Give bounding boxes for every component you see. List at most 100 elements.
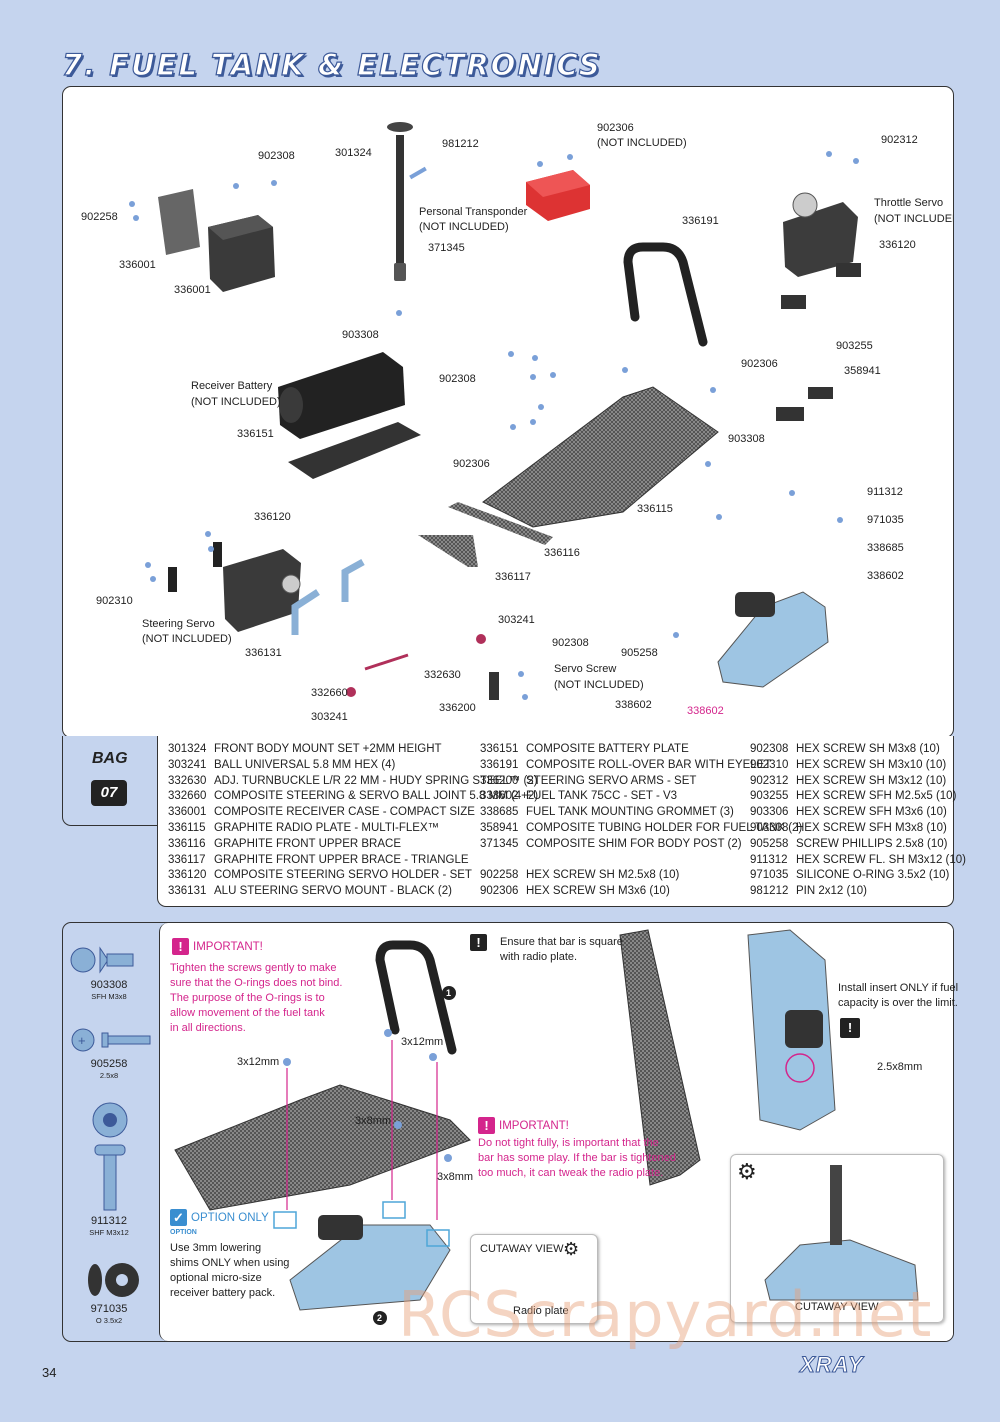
exclamation-icon: ! [470, 934, 487, 951]
callout-label: 905258 [621, 647, 658, 659]
note-line: receiver battery pack. [170, 1287, 276, 1299]
part-description: ADJ. TURNBUCKLE L/R 22 MM - HUDY SPRING … [214, 774, 538, 787]
part-description: COMPOSITE SHIM FOR BODY POST (2) [526, 837, 742, 850]
note-line: in all directions. [170, 1022, 246, 1034]
front-upper-brace [448, 502, 553, 545]
part-description: COMPOSITE RECEIVER CASE - COMPACT SIZE [214, 806, 475, 819]
servo-arm [489, 672, 499, 700]
page-number: 34 [42, 1365, 57, 1380]
dim-screw-c: 3x8mm [355, 1115, 392, 1127]
note-line: shims ONLY when using [170, 1257, 290, 1269]
callout-label: 338602 [867, 570, 904, 582]
part-description: STEERING SERVO ARMS - SET [526, 774, 697, 787]
callout-label: 336117 [495, 571, 531, 583]
part-number: 371345 [480, 837, 519, 850]
note-line: Install insert ONLY if fuel [838, 982, 959, 994]
body-post [387, 122, 413, 281]
part-description: COMPOSITE STEERING SERVO HOLDER - SET [214, 869, 472, 882]
fuel-tank [717, 591, 829, 688]
callout-label: 903308 [342, 329, 379, 341]
part-number: 338602 [480, 790, 519, 803]
hardware-size: 2.5x8 [99, 1071, 119, 1080]
part-description: PIN 2x12 (10) [796, 885, 867, 898]
part-description: SILICONE O-RING 3.5x2 (10) [796, 869, 950, 882]
callout-label: 902306 [741, 358, 778, 370]
callout-label: 336001 [119, 259, 156, 271]
callout-label: 371345 [428, 242, 465, 254]
gears-icon: ⚙ [563, 1239, 580, 1259]
step-two-label: 2 [377, 1313, 383, 1323]
part-number: 902312 [750, 774, 789, 787]
callout-label: 902308 [439, 373, 476, 385]
part-description: GRAPHITE FRONT UPPER BRACE - TRIANGLE [214, 853, 469, 866]
receiver-battery [278, 352, 405, 439]
part-description: COMPOSITE TUBING HOLDER FOR FUEL TANK (2… [526, 822, 803, 834]
note-line: capacity is over the limit. [838, 997, 958, 1009]
part-description: ALU STEERING SERVO MOUNT - BLACK (2) [214, 885, 452, 898]
callout-label: 981212 [442, 138, 479, 150]
callout-label: 336001 [174, 284, 211, 296]
part-number: 301324 [168, 743, 207, 755]
transponder [526, 170, 590, 221]
part-description: FUEL TANK MOUNTING GROMMET (3) [526, 806, 734, 819]
option-badge: OPTION [170, 1229, 197, 1236]
part-number: 332660 [168, 790, 207, 803]
thumbs-up-icon: ✓ [170, 1209, 187, 1226]
note-line: The purpose of the O-rings is to [170, 992, 325, 1004]
cutaway-2-title: CUTAWAY VIEW [795, 1301, 879, 1313]
important-note-2-head: !IMPORTANT! [478, 1117, 569, 1134]
callout-label: (NOT INCLUDED) [874, 213, 953, 225]
part-number: 303241 [168, 758, 207, 771]
part-description: HEX SCREW SH M2.5x8 (10) [526, 869, 680, 882]
hardware-code: 911312 [91, 1215, 127, 1227]
hardware-code: 903308 [90, 979, 128, 991]
exclamation-icon: ! [478, 1117, 495, 1134]
gears-icon: ⚙ [737, 1159, 757, 1184]
exploded-view-drawing [129, 122, 861, 700]
hardware-size: SFH M3x8 [91, 992, 127, 1001]
callout-label: 903308 [728, 433, 765, 445]
option-head: ✓OPTION ONLY [170, 1209, 269, 1226]
callout-label: (NOT INCLUDED) [419, 221, 509, 233]
hardware-size: O 3.5x2 [95, 1316, 123, 1325]
note-line: bar has some play. If the bar is tighten… [478, 1152, 676, 1164]
callout-label: 301324 [335, 147, 372, 159]
hardware-code: 971035 [90, 1303, 128, 1315]
parts-row: 336120 COMPOSITE STEERING SERVO HOLDER - … [168, 869, 472, 881]
callout-label: 336120 [254, 511, 291, 523]
note-line: Ensure that bar is square [500, 936, 623, 948]
hardware-code: 905258 [90, 1058, 128, 1070]
part-number: 902258 [480, 869, 519, 882]
note-line: Do not tight fully, is important that th… [478, 1137, 659, 1149]
part-number: 903308 [750, 822, 789, 834]
part-number: 336120 [168, 869, 207, 882]
callout-label: Receiver Battery [191, 380, 273, 392]
callout-label: 336116 [544, 547, 580, 559]
part-number: 336191 [480, 758, 519, 771]
parts-row: 371345 COMPOSITE SHIM FOR BODY POST (2) [480, 838, 742, 850]
callout-label: 971035 [867, 514, 904, 526]
callout-label: Throttle Servo [874, 197, 944, 209]
callout-label: 336115 [637, 503, 673, 515]
bag-number: 07 [91, 780, 127, 806]
part-description: SCREW PHILLIPS 2.5x8 (10) [796, 837, 948, 850]
